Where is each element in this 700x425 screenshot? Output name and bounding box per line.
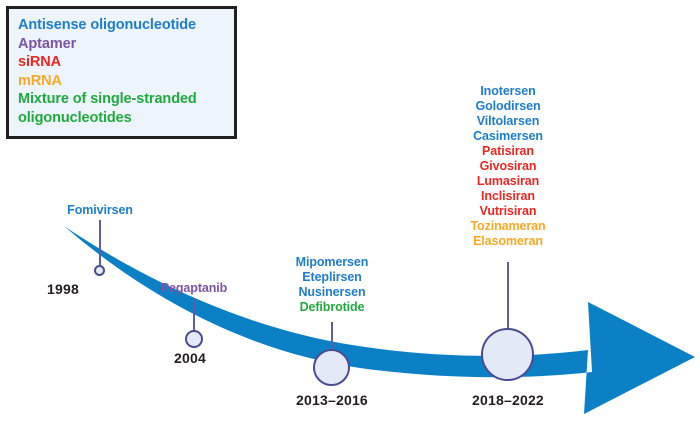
milestone-labels-1998: Fomivirsen (30, 203, 170, 218)
legend-item-mixture: Mixture of single-stranded oligonucleoti… (18, 91, 197, 126)
drug-label-eteplirsen: Eteplirsen (302, 270, 362, 284)
connector-stem-2004 (193, 298, 195, 333)
drug-label-elasomeran: Elasomeran (473, 234, 543, 248)
milestone-dot-2004 (185, 330, 203, 348)
drug-label-fomivirsen: Fomivirsen (67, 203, 133, 217)
drug-label-givosiran: Givosiran (479, 159, 537, 173)
milestone-labels-2004: Pegaptanib (124, 281, 264, 296)
legend-box: Antisense oligonucleotide Aptamer siRNA … (6, 6, 237, 139)
legend-item-aptamer: Aptamer (18, 35, 77, 52)
drug-label-casimersen: Casimersen (473, 129, 543, 143)
milestone-dot-2013-2016 (313, 349, 350, 386)
connector-stem-1998 (99, 220, 101, 270)
drug-label-golodirsen: Golodirsen (475, 99, 541, 113)
connector-stem-2018-2022 (507, 262, 509, 330)
legend-item-mrna: mRNA (18, 72, 62, 89)
drug-label-lumasiran: Lumasiran (476, 174, 540, 188)
milestone-labels-2013-2016: Mipomersen Eteplirsen Nusinersen Defibro… (260, 255, 404, 315)
connector-stem-2013-2016 (331, 322, 333, 352)
legend-item-sirna: siRNA (18, 54, 62, 70)
timeline-arrow-shape (64, 226, 695, 414)
drug-label-nusinersen: Nusinersen (298, 285, 366, 299)
drug-label-patisiran: Patisiran (482, 144, 534, 158)
year-label-2018-2022: 2018–2022 (472, 392, 544, 408)
year-label-2004: 2004 (174, 350, 206, 366)
drug-label-viltolarsen: Viltolarsen (476, 114, 540, 128)
milestone-labels-2018-2022: Inotersen Golodirsen Viltolarsen Casimer… (436, 84, 580, 249)
legend-item-antisense: Antisense oligonucleotide (18, 17, 196, 33)
milestone-dot-2018-2022 (481, 328, 534, 381)
drug-label-mipomersen: Mipomersen (295, 255, 369, 269)
drug-label-pegaptanib: Pegaptanib (160, 281, 228, 295)
drug-label-defibrotide: Defibrotide (299, 300, 365, 314)
drug-label-inclisiran: Inclisiran (481, 189, 535, 203)
year-label-2013-2016: 2013–2016 (296, 392, 368, 408)
drug-label-inotersen: Inotersen (480, 84, 536, 98)
milestone-dot-1998 (94, 265, 105, 276)
drug-label-tozinameran: Tozinameran (470, 219, 546, 233)
year-label-1998: 1998 (47, 281, 79, 297)
drug-label-vutrisiran: Vutrisiran (479, 204, 537, 218)
